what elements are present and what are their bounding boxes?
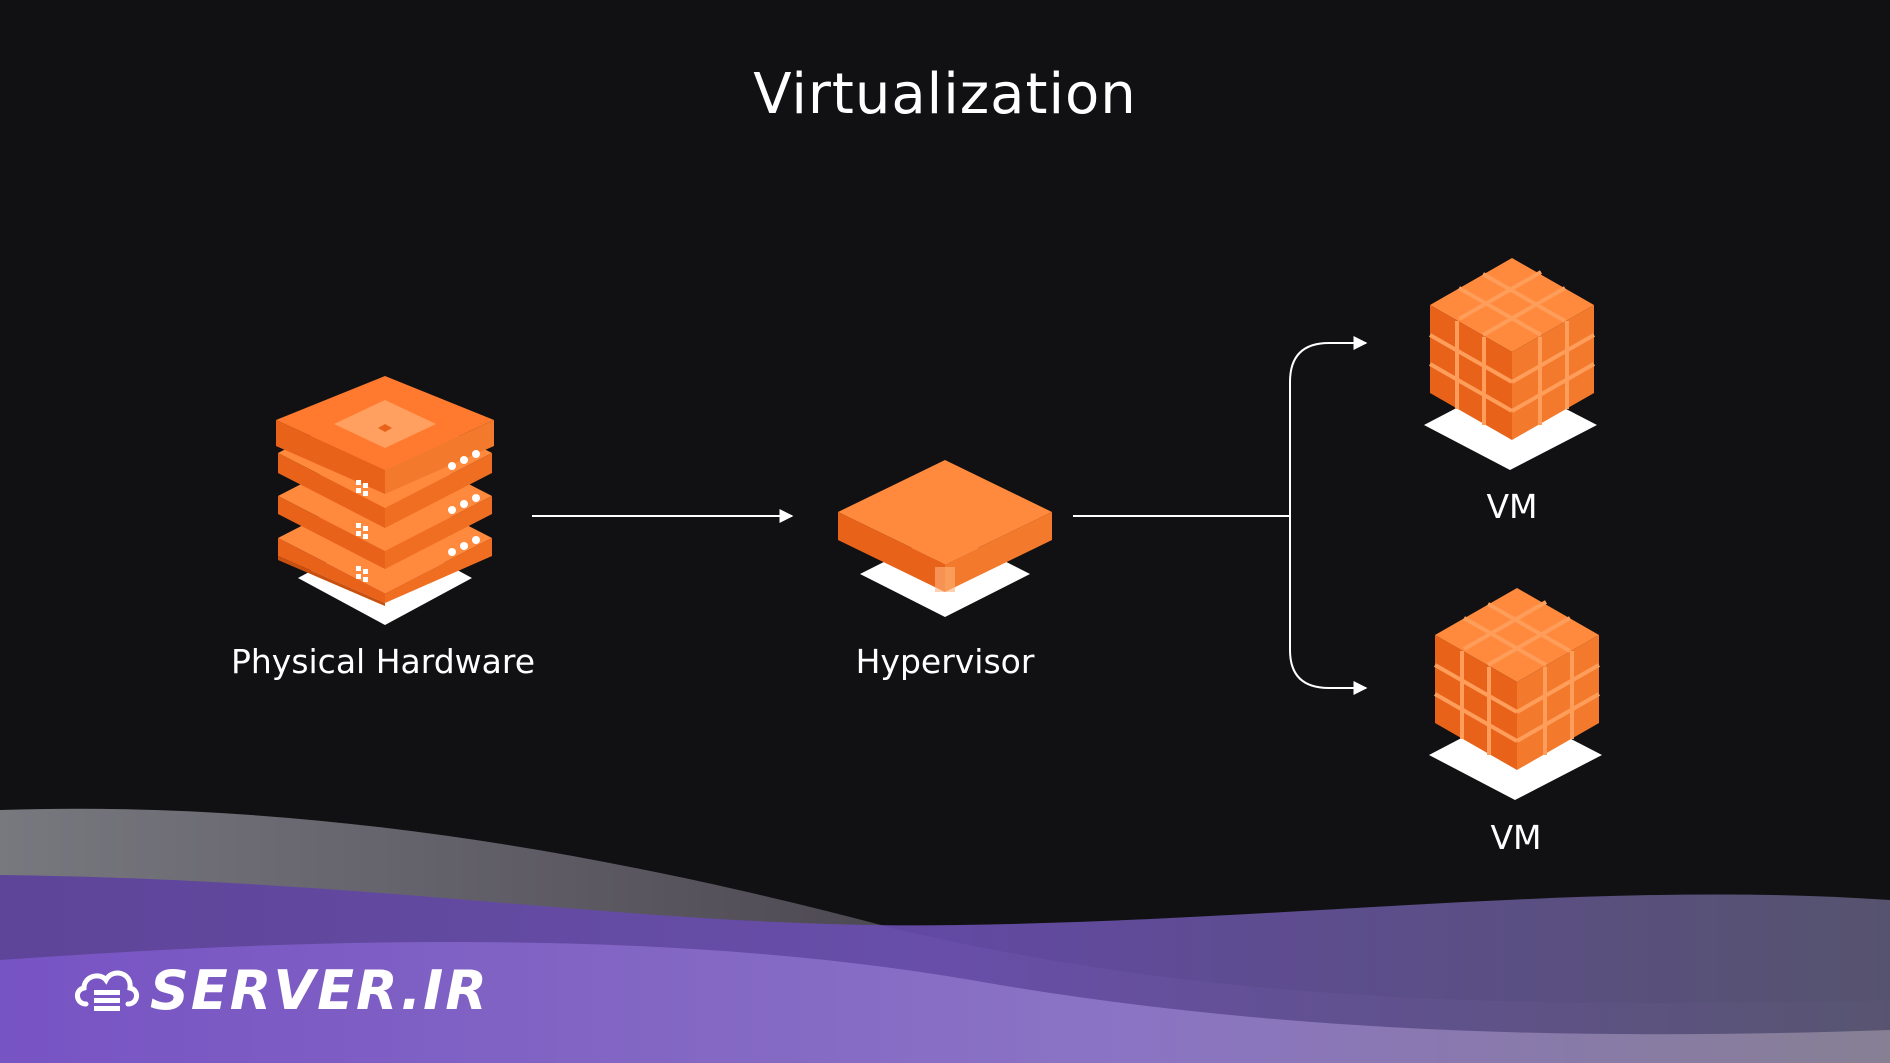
label-physical-hardware: Physical Hardware [230,642,536,681]
slide-title: Virtualization [753,62,1137,127]
server-top-lid [276,376,494,494]
server-indicator-dots [356,450,480,582]
label-vm-top: VM [1486,487,1538,526]
edge-hypervisor-to-vm-top [1289,336,1368,516]
logo-text: SERVER.IR [150,958,489,1022]
wave-lavender [0,942,1890,1063]
brand-logo: SERVER.IR [72,955,489,1025]
edge-hypervisor-to-vm-bottom [1289,516,1368,695]
label-hypervisor: Hypervisor [855,642,1035,681]
cloud-server-icon [75,970,139,1011]
label-vm-bottom: VM [1490,818,1542,857]
